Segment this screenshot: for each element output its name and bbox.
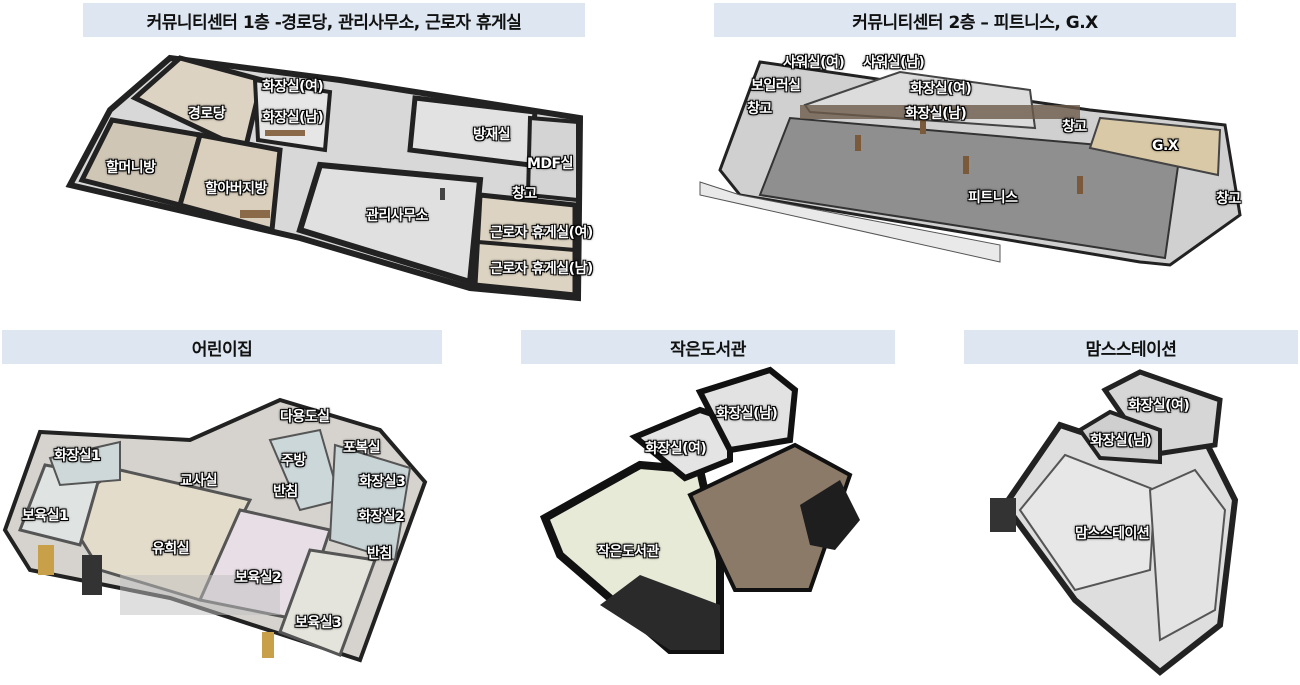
room-label: 보육실2 [235,570,282,586]
room-label: 화장실(여) [645,441,707,457]
room-label: 교사실 [180,473,218,489]
room-label: 주방 [281,453,306,469]
room-label: 창고 [1216,191,1241,207]
room-label: 화장실(남) [716,406,778,422]
room-label: 창고 [747,101,772,117]
daycare-title: 어린이집 [2,330,442,364]
room-label: MDF실 [527,156,574,172]
floor2-title: 커뮤니티센터 2층 – 피트니스, G.X [714,3,1236,37]
room-label: 방재실 [473,127,511,143]
room-label: 할아버지방 [205,181,267,197]
room-label: 관리사무소 [366,208,428,224]
room-label: 화장실(여) [262,79,324,95]
room-label: 다용도실 [280,409,330,425]
room-label: 반침 [273,484,298,500]
room-label: 화장실(남) [1090,433,1152,449]
room-label: 맘스스테이션 [1075,526,1150,542]
room-label: 근로자 휴게실(여) [490,225,593,241]
room-label: 유희실 [152,541,190,557]
room-label: 보육실3 [295,615,342,631]
room-label: 화장실(남) [905,106,967,122]
room-label: 보육실1 [22,508,69,524]
room-label: 포복실 [343,440,381,456]
room-label: 창고 [1062,119,1087,135]
room-label: 화장실(여) [1128,398,1190,414]
room-label: 보일러실 [751,78,801,94]
room-label: 창고 [512,186,537,202]
room-label: 작은도서관 [597,544,659,560]
room-label: 샤워실(여) [783,55,845,71]
room-label: 반침 [367,546,392,562]
room-label: 화장실(여) [910,81,972,97]
room-label: 경로당 [188,106,226,122]
room-label: 할머니방 [106,160,156,176]
room-label: 피트니스 [968,190,1018,206]
room-label: 근로자 휴게실(남) [490,261,593,277]
room-label: G.X [1152,138,1179,154]
library-title: 작은도서관 [521,330,895,364]
room-label: 샤워실(남) [863,55,925,71]
room-label: 화장실2 [358,509,405,525]
room-label: 화장실3 [359,474,406,490]
room-label: 화장실1 [54,448,101,464]
room-label: 화장실(남) [262,110,324,126]
moms-title: 맘스스테이션 [964,330,1298,364]
floor1-title: 커뮤니티센터 1층 -경로당, 관리사무소, 근로자 휴게실 [83,3,585,37]
